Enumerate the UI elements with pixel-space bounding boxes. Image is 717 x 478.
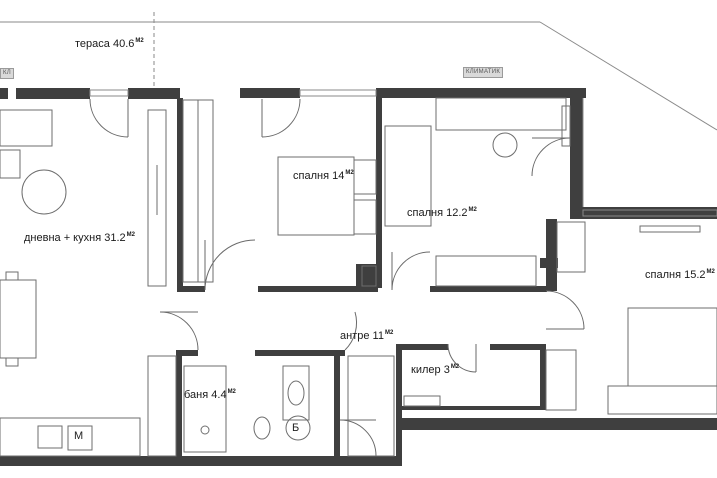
- boiler-label: Б: [292, 422, 300, 434]
- bedroom3-unit: M2: [706, 269, 715, 275]
- window-lines: [89, 89, 717, 217]
- door-swings: [89, 98, 585, 457]
- label-bedroom1: спалня 14M2: [293, 170, 354, 182]
- bathroom-area: 4.4: [211, 389, 227, 401]
- label-terrace: тераса 40.6M2: [75, 38, 144, 50]
- bedroom1-area: 14: [332, 170, 345, 182]
- hall-area: 11: [372, 330, 384, 342]
- label-bedroom2: спалня 12.2M2: [407, 207, 477, 219]
- label-bathroom: баня 4.4M2: [184, 389, 236, 401]
- bedroom3-furniture: [556, 221, 717, 415]
- bedroom3-area: 15.2: [684, 269, 706, 281]
- terrace-area: 40.6: [112, 38, 135, 50]
- bathroom-fixtures: [183, 355, 395, 457]
- hall-unit: M2: [384, 330, 394, 336]
- walls: [0, 88, 717, 466]
- storage-name: килер: [411, 364, 441, 376]
- terrace-outline: [0, 12, 717, 131]
- storage-unit: M2: [450, 364, 460, 370]
- bathroom-name: баня: [184, 389, 209, 401]
- bedroom2-area: 12.2: [446, 207, 468, 219]
- bedroom2-furniture: [384, 97, 571, 287]
- bedroom2-unit: M2: [468, 207, 477, 213]
- label-living: дневна + кухня 31.2M2: [24, 232, 135, 244]
- washer-label: M: [74, 430, 84, 442]
- living-name: дневна + кухня: [24, 232, 102, 244]
- hall-name: антре: [340, 330, 370, 342]
- terrace-name: тераса: [75, 38, 110, 50]
- ac-tag-right: КЛИМАТИК: [463, 67, 504, 78]
- bedroom2-name: спалня: [407, 207, 444, 219]
- living-unit: M2: [126, 232, 135, 238]
- storage-fixtures: [403, 349, 577, 411]
- terrace-unit: M2: [135, 38, 144, 44]
- bedroom1-furniture: [182, 99, 377, 287]
- label-bedroom3: спалня 15.2M2: [645, 269, 715, 281]
- living-area: 31.2: [104, 232, 126, 244]
- bedroom1-unit: M2: [345, 170, 354, 176]
- bedroom3-name: спалня: [645, 269, 682, 281]
- living-furniture: [0, 109, 177, 457]
- bathroom-unit: M2: [227, 389, 236, 395]
- label-hall: антре 11M2: [340, 330, 393, 342]
- label-storage: килер 3M2: [411, 364, 459, 376]
- bedroom1-name: спалня: [293, 170, 330, 182]
- ac-tag-left: КЛ: [0, 68, 15, 79]
- storage-area: 3: [443, 364, 450, 376]
